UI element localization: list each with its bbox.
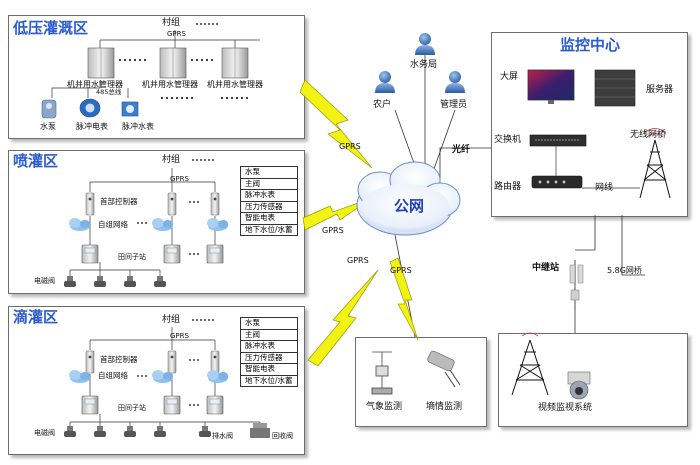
- router-label: 路由器: [494, 182, 522, 192]
- gprs-label-4: GPRS: [390, 266, 412, 275]
- screen-label: 大屏: [500, 72, 519, 82]
- zone-drip-valve-label: 电磁阀: [34, 429, 55, 437]
- zone-low-device-power-meter: 脉冲电表: [76, 122, 108, 131]
- legend-item: 地下水位/水蓄: [245, 224, 293, 234]
- zone-drip-title: 滴灌区: [13, 308, 59, 326]
- legend-item: 主阀: [241, 179, 297, 190]
- well-manager-3: [221, 47, 249, 79]
- zone-drip-gprs-label: GPRS: [170, 332, 189, 340]
- legend-item: 地下水位/水蓄: [245, 375, 293, 385]
- wireless-bridge-tower-icon: [639, 139, 671, 199]
- pulse-power-meter-icon: [79, 98, 101, 118]
- zone-spray-network-label: 自组网络: [98, 220, 128, 229]
- video-system-panel: [498, 333, 688, 427]
- zone-low-device-pump: 水泵: [40, 122, 56, 131]
- switch-label: 交换机: [494, 135, 522, 145]
- zone-drip-sensor-legend: 水泵 主阀 脉冲水表 压力传感器 智能电表 地下水位/水蓄: [240, 317, 298, 387]
- zone-drip-recovery-label: 回收阀: [272, 432, 293, 440]
- gprs-label-1: GPRS: [339, 142, 361, 151]
- server-rack-icon: [594, 69, 636, 107]
- router-icon: [531, 175, 583, 189]
- gprs-label-2: GPRS: [322, 226, 344, 235]
- legend-item: 水泵: [241, 318, 297, 330]
- zone-low-bus-label: 485总线: [96, 88, 122, 96]
- pump-icon: [41, 99, 57, 119]
- zone-spray-gprs-label: GPRS: [170, 175, 189, 183]
- gprs-label-3: GPRS: [347, 256, 369, 265]
- well-manager-1: [87, 47, 115, 79]
- zone-spray-title: 喷灌区: [13, 152, 59, 170]
- recovery-valve-icon: [250, 423, 270, 438]
- water-bureau-label: 水务局: [410, 60, 438, 70]
- zone-drip-drain-label: 排水阀: [212, 432, 233, 440]
- zone-low-manager-label-1: 机井用水管理器: [67, 80, 123, 89]
- weather-monitor-label: 气象监测: [366, 402, 403, 412]
- soil-moisture-sensor-icon: [427, 350, 461, 388]
- soil-monitor-label: 墒情监测: [426, 402, 463, 412]
- video-tower-icon: [511, 339, 549, 396]
- zone-low-village-label: 村组: [162, 18, 181, 28]
- relay-station-label: 中继站: [532, 263, 560, 273]
- legend-item: 水泵: [241, 167, 297, 179]
- farmer-label: 农户: [373, 100, 392, 110]
- farmer-icon: [375, 71, 395, 93]
- zone-spray-sensor-legend: 水泵 主阀 脉冲水表 压力传感器 智能电表 地下水位/水蓄: [240, 166, 298, 236]
- admin-icon: [445, 71, 465, 93]
- dome-camera-icon: [567, 371, 591, 400]
- switch-icon: [529, 134, 587, 147]
- admin-label: 管理员: [440, 100, 468, 110]
- big-screen-icon: [527, 69, 575, 104]
- zone-low-manager-label-3: 机井用水管理器: [207, 80, 263, 89]
- monitor-center-title: 监控中心: [560, 36, 621, 54]
- wireless-bridge-label: 无线网桥: [630, 130, 667, 140]
- legend-item: 压力传感器: [241, 202, 297, 213]
- fiber-label: 光纤: [452, 145, 471, 155]
- bridge-58g-label: 5.8G网桥: [607, 266, 642, 275]
- legend-item: 智能电表: [241, 213, 297, 225]
- legend-item: 脉冲水表: [241, 190, 297, 202]
- cable-label: 网线: [595, 183, 614, 193]
- zone-drip-substation-label: 田间子站: [118, 404, 146, 412]
- legend-item: 压力传感器: [241, 353, 297, 364]
- zone-low-title: 低压灌溉区: [13, 19, 89, 37]
- well-manager-2: [159, 47, 187, 79]
- monitor-center-panel: [491, 32, 688, 217]
- pulse-water-meter-icon: [121, 101, 139, 117]
- zone-spray-village-label: 村组: [162, 155, 181, 165]
- zone-low-gprs-label: GPRS: [167, 30, 186, 38]
- zone-low-manager-label-2: 机井用水管理器: [142, 80, 198, 89]
- legend-item: 主阀: [241, 330, 297, 341]
- legend-item: 智能电表: [241, 364, 297, 376]
- legend-item: 脉冲水表: [241, 341, 297, 353]
- water-bureau-icon: [415, 33, 435, 55]
- zone-spray-substation-label: 田间子站: [118, 253, 146, 261]
- zone-low-panel: [8, 15, 305, 139]
- video-system-label: 视频监视系统: [538, 403, 593, 413]
- zone-drip-controller-label: 首部控制器: [100, 355, 138, 364]
- weather-station-icon: [371, 351, 393, 395]
- relay-station-icon: [569, 260, 584, 310]
- public-net-label: 公网: [394, 197, 425, 215]
- server-label: 服务器: [646, 85, 674, 95]
- zone-spray-valve-label: 电磁阀: [34, 277, 55, 285]
- zone-drip-network-label: 自组网络: [98, 371, 128, 380]
- zone-low-device-water-meter: 脉冲水表: [122, 122, 154, 131]
- zone-spray-controller-label: 首部控制器: [100, 197, 138, 206]
- zone-drip-village-label: 村组: [162, 315, 181, 325]
